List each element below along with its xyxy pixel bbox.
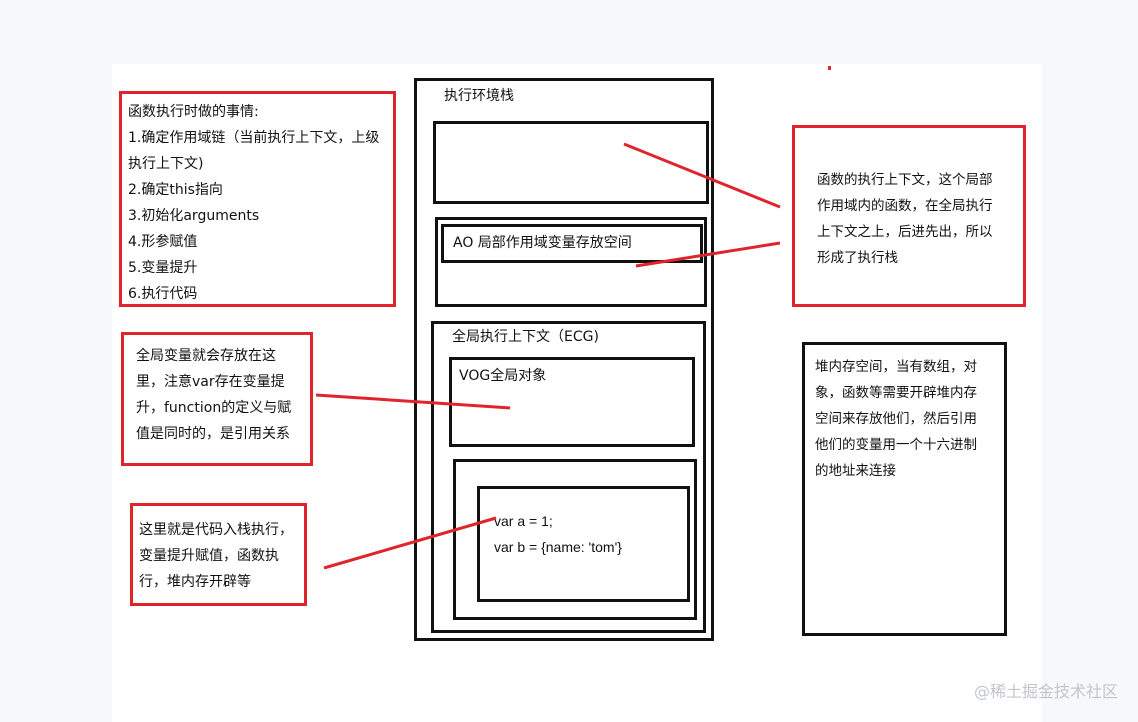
function-context-line: 上下文之上，后进先出，所以	[817, 224, 993, 240]
function-context-line: 形成了执行栈	[817, 250, 898, 266]
function-steps-title: 函数执行时做的事情:	[128, 104, 259, 120]
code-inner-frame: var a = 1; var b = {name: 'tom'}	[477, 486, 690, 602]
execution-stack	[414, 78, 714, 641]
function-steps-line: 2.确定this指向	[128, 182, 223, 198]
function-steps-note: 函数执行时做的事情: 1.确定作用域链（当前执行上下文，上级 执行上下文) 2.…	[119, 91, 396, 307]
whiteboard-canvas	[112, 64, 1042, 722]
global-vars-note: 全局变量就会存放在这 里，注意var存在变量提 升，function的定义与赋 …	[121, 332, 313, 466]
heap-memory-line: 堆内存空间，当有数组，对	[815, 359, 977, 375]
code-push-line: 这里就是代码入栈执行，	[139, 522, 293, 538]
function-context-note: 函数的执行上下文，这个局部 作用域内的函数，在全局执行 上下文之上，后进先出，所…	[792, 125, 1026, 307]
function-context-line: 函数的执行上下文，这个局部	[817, 172, 993, 188]
function-steps-line: 执行上下文)	[128, 156, 204, 172]
code-line: var a = 1;	[494, 513, 553, 529]
ecg-label: 全局执行上下文（ECG)	[452, 329, 599, 345]
function-steps-line: 3.初始化arguments	[128, 208, 260, 224]
code-line: var b = {name: 'tom'}	[494, 539, 622, 555]
global-vars-line: 全局变量就会存放在这	[136, 348, 276, 364]
global-vars-line: 升，function的定义与赋	[136, 400, 292, 416]
ao-box: AO 局部作用域变量存放空间	[441, 224, 703, 263]
vog-label: VOG全局对象	[459, 368, 547, 384]
vog-box: VOG全局对象	[449, 357, 695, 447]
heap-memory-line: 象，函数等需要开辟堆内存	[815, 385, 977, 401]
execution-stack-title: 执行环境栈	[444, 88, 514, 104]
watermark: @稀土掘金技术社区	[973, 682, 1118, 701]
heap-memory-note: 堆内存空间，当有数组，对 象，函数等需要开辟堆内存 空间来存放他们，然后引用 他…	[802, 342, 1007, 636]
code-push-note: 这里就是代码入栈执行， 变量提升赋值，函数执 行，堆内存开辟等	[130, 503, 307, 606]
function-steps-line: 6.执行代码	[128, 286, 198, 302]
ao-label: AO 局部作用域变量存放空间	[453, 235, 632, 251]
code-push-line: 变量提升赋值，函数执	[139, 548, 279, 564]
heap-memory-line: 他们的变量用一个十六进制	[815, 437, 977, 453]
code-push-line: 行，堆内存开辟等	[139, 574, 251, 590]
function-context-line: 作用域内的函数，在全局执行	[817, 198, 993, 214]
function-steps-line: 4.形参赋值	[128, 234, 198, 250]
empty-stack-frame	[433, 121, 709, 204]
function-steps-line: 5.变量提升	[128, 260, 198, 276]
function-steps-line: 1.确定作用域链（当前执行上下文，上级	[128, 130, 380, 146]
global-vars-line: 值是同时的，是引用关系	[136, 426, 290, 442]
heap-memory-line: 的地址来连接	[815, 463, 896, 479]
heap-memory-line: 空间来存放他们，然后引用	[815, 411, 977, 427]
global-vars-line: 里，注意var存在变量提	[136, 374, 285, 390]
global-context-frame	[431, 321, 706, 633]
